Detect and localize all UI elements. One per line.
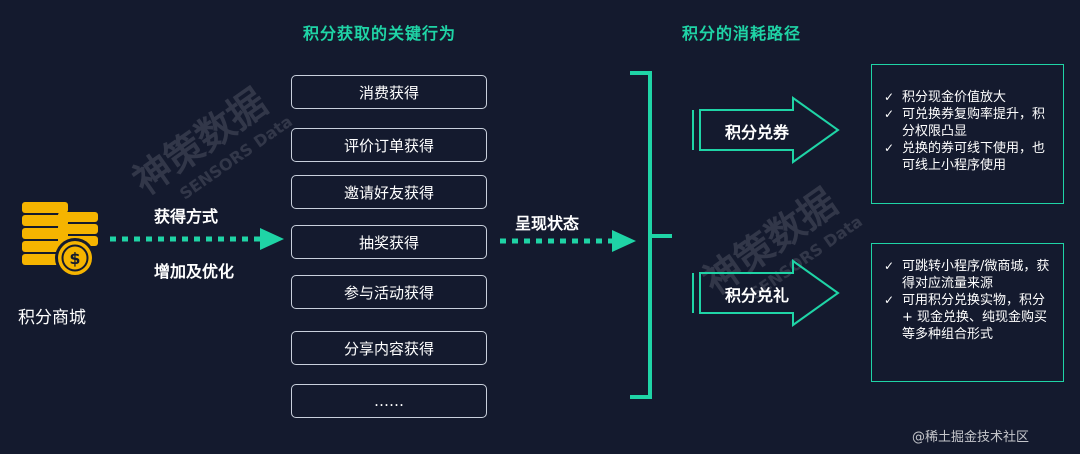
note-item: ✓可兑换券复购率提升，积分权限凸显 (884, 107, 1046, 139)
behavior-item: 参与活动获得 (291, 275, 487, 309)
watermark-left: 神策数据 SENSORS Data (125, 80, 296, 204)
svg-text:$: $ (69, 249, 80, 268)
mid-arrow (500, 228, 638, 258)
check-icon: ✓ (884, 107, 895, 121)
check-icon: ✓ (884, 141, 895, 155)
path-arrow-gift (688, 259, 843, 331)
source-label: 积分商城 (18, 308, 86, 328)
consume-heading: 积分的消耗路径 (682, 24, 802, 43)
note-item: ✓兑换的券可线下使用，也可线上小程序使用 (884, 141, 1046, 173)
gift-notes: ✓可跳转小程序/微商城，获得对应流量来源 ✓可用积分兑换实物，积分 + 现金兑换… (871, 243, 1064, 382)
path-label-gift: 积分兑礼 (725, 286, 790, 305)
behavior-item: 邀请好友获得 (291, 175, 487, 209)
behavior-item: 消费获得 (291, 75, 487, 109)
check-icon: ✓ (884, 259, 895, 273)
credit-text: @稀土掘金技术社区 (912, 430, 1030, 445)
note-item: ✓积分现金价值放大 (884, 90, 1007, 105)
left-arrow (110, 226, 286, 256)
check-icon: ✓ (884, 293, 895, 307)
bracket (628, 70, 674, 404)
acquire-heading: 积分获取的关键行为 (303, 24, 457, 43)
path-label-coupon: 积分兑券 (725, 123, 790, 142)
coins-stack-icon: $ (18, 200, 102, 282)
left-arrow-top-text: 获得方式 (154, 207, 219, 226)
mid-arrow-text: 呈现状态 (515, 214, 580, 233)
check-icon: ✓ (884, 90, 895, 104)
left-arrow-bottom-text: 增加及优化 (154, 262, 235, 281)
path-arrow-coupon (688, 96, 843, 168)
behavior-item: …… (291, 384, 487, 418)
behavior-item: 抽奖获得 (291, 225, 487, 259)
note-item: ✓可用积分兑换实物，积分 + 现金兑换、纯现金购买等多种组合形式 (884, 293, 1048, 342)
behavior-item: 分享内容获得 (291, 331, 487, 365)
coupon-notes: ✓积分现金价值放大 ✓可兑换券复购率提升，积分权限凸显 ✓兑换的券可线下使用，也… (871, 64, 1064, 204)
behavior-item: 评价订单获得 (291, 128, 487, 162)
note-item: ✓可跳转小程序/微商城，获得对应流量来源 (884, 259, 1050, 291)
